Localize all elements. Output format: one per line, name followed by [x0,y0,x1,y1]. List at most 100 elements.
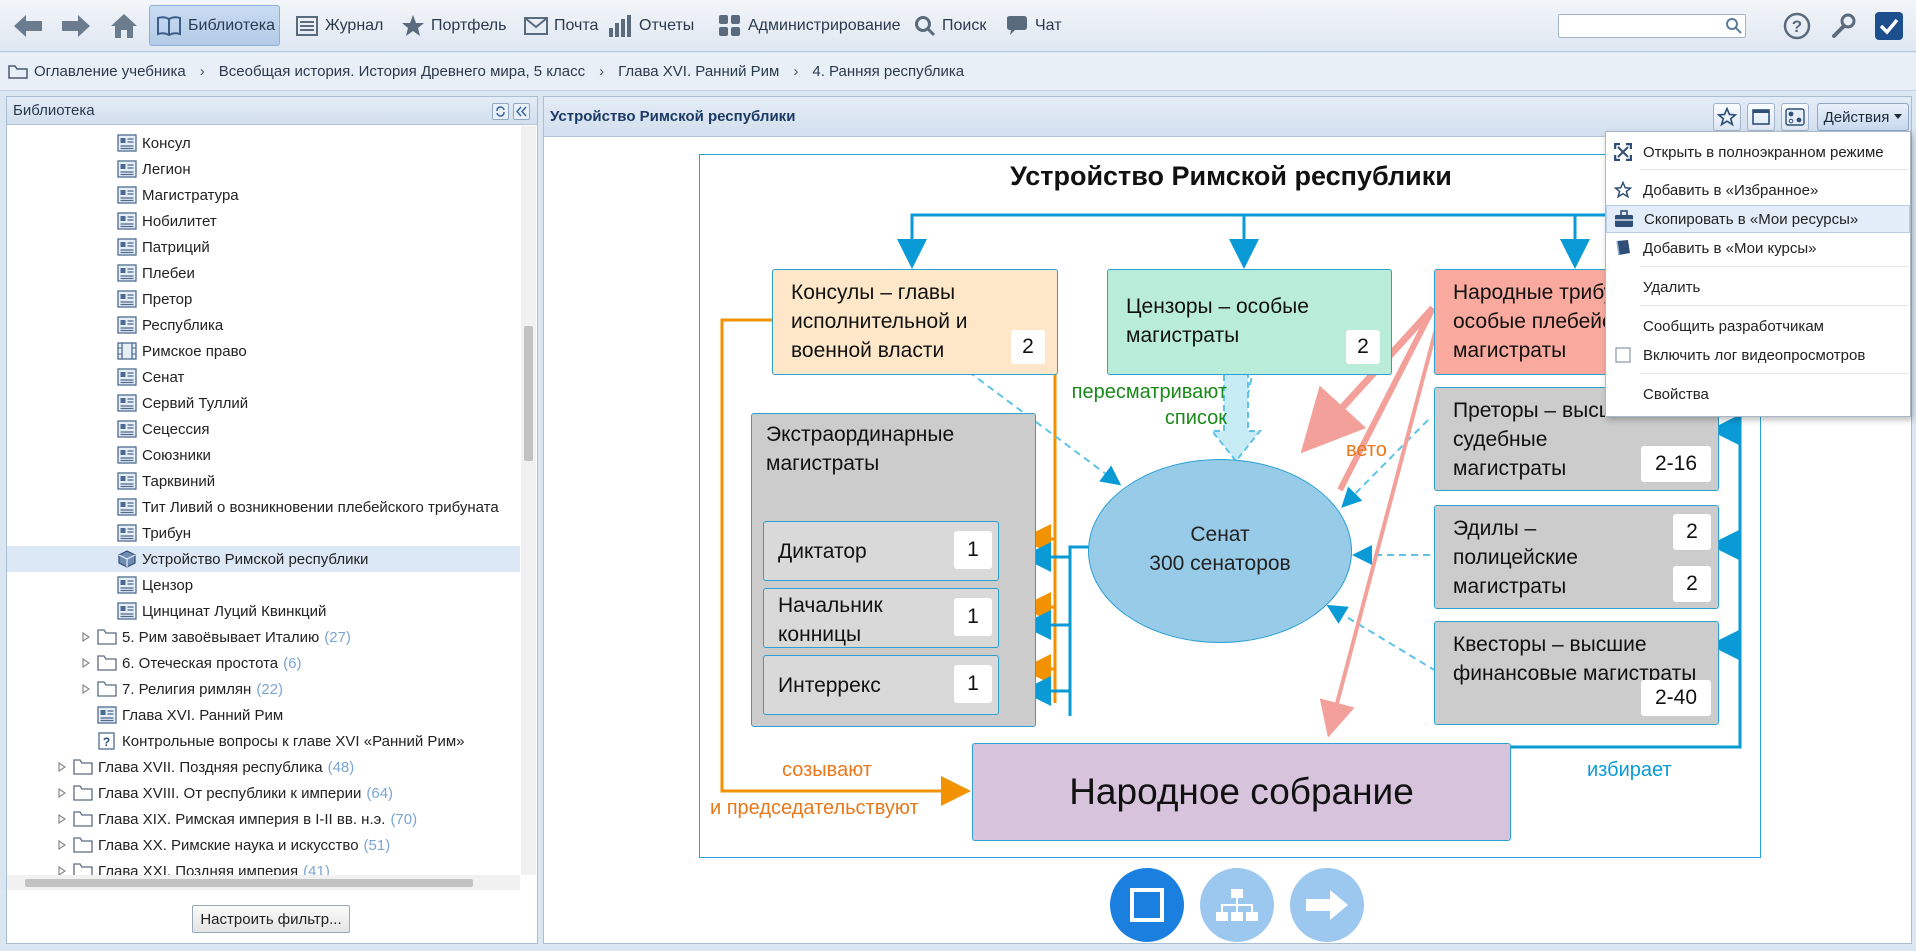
tree-item-label: Нобилитет [142,212,217,230]
configure-filter-button[interactable]: Настроить фильтр... [192,905,350,933]
tree-folder-label: Глава XVIII. От республики к империи [98,784,362,802]
expand-arrow-icon[interactable] [79,682,93,696]
nav-administration[interactable]: Администрирование [711,5,908,46]
breadcrumb-item[interactable]: Глава XVI. Ранний Рим [618,63,780,80]
search-icon[interactable] [1725,17,1743,35]
tree-item[interactable]: Сенат [7,364,520,390]
refresh-button[interactable] [492,103,509,120]
nav-chat[interactable]: Чат [998,5,1069,46]
tree-folder[interactable]: Глава XXI. Поздняя империя(41) [7,858,520,875]
menu-divider [1640,305,1908,306]
tree-item-label: Тарквиний [142,472,216,490]
menu-item-copy-resources[interactable]: Скопировать в «Мои ресурсы» [1606,205,1910,233]
blue-senate-link [1068,545,1090,716]
interrex-count: 1 [954,665,992,703]
tree-folder-count: (6) [283,654,302,672]
fullscreen-icon [1613,142,1633,162]
stop-button[interactable] [1110,868,1184,942]
journal-icon [296,15,318,36]
expand-arrow-icon[interactable] [55,812,69,826]
menu-item-video-log[interactable]: Включить лог видеопросмотров [1606,341,1910,369]
tree-folder[interactable]: 5. Рим завоёвывает Италию(27) [7,624,520,650]
search-input[interactable] [1559,15,1719,37]
tree-item[interactable]: Трибун [7,520,520,546]
breadcrumb-item[interactable]: Всеобщая история. История Древнего мира,… [218,63,586,80]
next-button[interactable] [1290,868,1364,942]
home-button[interactable] [102,5,146,46]
nav-library[interactable]: Библиотека [149,5,280,46]
tree-item[interactable]: Сервий Туллий [7,390,520,416]
tree-folder[interactable]: 7. Религия римлян(22) [7,676,520,702]
tree-item[interactable]: Сецессия [7,416,520,442]
tree-item[interactable]: Плебеи [7,260,520,286]
tree-item[interactable]: Тарквиний [7,468,520,494]
tree-item[interactable]: Римское право [7,338,520,364]
menu-item-label: Добавить в «Мои курсы» [1643,239,1817,257]
menu-item-label: Удалить [1643,278,1701,296]
tree-item-selected[interactable]: Устройство Римской республики [7,546,520,572]
expand-arrow-icon[interactable] [55,838,69,852]
breadcrumb-item[interactable]: Оглавление учебника [34,63,186,80]
tree-item[interactable]: Цензор [7,572,520,598]
tree-item[interactable]: Тит Ливий о возникновении плебейского тр… [7,494,520,520]
checkbox-icon[interactable] [1613,345,1633,365]
tree-item[interactable]: Претор [7,286,520,312]
vertical-scrollbar[interactable] [521,126,536,875]
collapse-panel-button[interactable] [513,103,530,120]
tree-item[interactable]: Союзники [7,442,520,468]
expand-arrow-icon[interactable] [55,786,69,800]
folder-icon [73,785,93,801]
expand-arrow-icon[interactable] [55,760,69,774]
actions-dropdown-button[interactable]: Действия [1817,103,1909,131]
nav-portfolio[interactable]: Портфель [394,5,513,46]
forward-button[interactable] [52,5,100,46]
menu-item-label: Открыть в полноэкранном режиме [1643,143,1884,161]
favorite-button[interactable] [1713,103,1741,131]
tree-item[interactable]: Цинцинат Луций Квинкций [7,598,520,624]
tree-item[interactable]: ?Контрольные вопросы к главе XVI «Ранний… [7,728,520,754]
global-search [1558,14,1746,38]
menu-item-add-courses[interactable]: Добавить в «Мои курсы» [1606,234,1910,262]
window-button[interactable] [1747,103,1775,131]
expand-arrow-icon[interactable] [79,630,93,644]
aediles-box: Эдилы – полицейские магистраты 2 2 [1434,505,1719,609]
tree-folder[interactable]: 6. Отеческая простота(6) [7,650,520,676]
quaestors-label: Квесторы – высшие финансовые магистраты [1453,633,1697,685]
tree-item[interactable]: Патриций [7,234,520,260]
scrollbar-thumb[interactable] [524,326,533,461]
tree-folder[interactable]: Глава XVII. Поздняя республика(48) [7,754,520,780]
nav-reports[interactable]: Отчеты [600,5,701,46]
tree-folder[interactable]: Глава XVIII. От республики к империи(64) [7,780,520,806]
share-button[interactable] [1781,103,1809,131]
star-icon [402,14,424,36]
back-button[interactable] [4,5,52,46]
menu-item-delete[interactable]: Удалить [1606,273,1910,301]
nav-mail[interactable]: Почта [517,5,605,46]
breadcrumb-item[interactable]: 4. Ранняя республика [812,63,965,80]
tree-item[interactable]: Нобилитет [7,208,520,234]
help-button[interactable]: ? [1780,9,1814,43]
menu-divider [1640,169,1908,170]
tree-item[interactable]: Консул [7,130,520,156]
structure-button[interactable] [1200,868,1274,942]
menu-item-favorite[interactable]: Добавить в «Избранное» [1606,176,1910,204]
tree-item[interactable]: Магистратура [7,182,520,208]
expand-arrow-icon[interactable] [79,656,93,670]
expand-arrow-icon[interactable] [55,864,69,875]
nav-search[interactable]: Поиск [907,5,993,46]
horizontal-scrollbar[interactable] [7,875,520,890]
tree-folder[interactable]: Глава XX. Римские наука и искусство(51) [7,832,520,858]
home-icon [111,13,137,38]
tasks-button[interactable] [1872,9,1906,43]
extraordinary-label: Экстраординарные магистраты [766,423,955,475]
tree-item[interactable]: Легион [7,156,520,182]
scrollbar-thumb[interactable] [25,879,473,887]
settings-button[interactable] [1826,9,1860,43]
nav-journal[interactable]: Журнал [288,5,390,46]
menu-item-report[interactable]: Сообщить разработчикам [1606,312,1910,340]
menu-item-fullscreen[interactable]: Открыть в полноэкранном режиме [1606,138,1910,166]
menu-item-properties[interactable]: Свойства [1606,380,1910,408]
tree-item[interactable]: Республика [7,312,520,338]
tree-folder[interactable]: Глава XIX. Римская империя в I-II вв. н.… [7,806,520,832]
tree-item[interactable]: Глава XVI. Ранний Рим [7,702,520,728]
